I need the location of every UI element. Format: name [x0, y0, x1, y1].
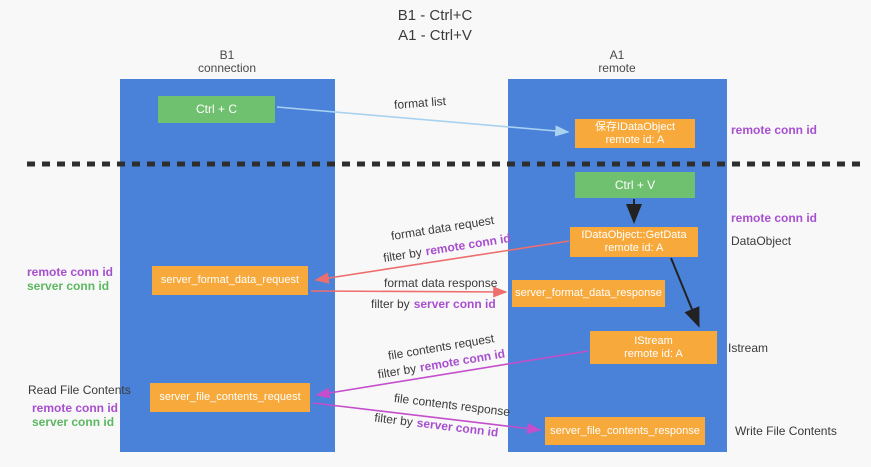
- label-server-conn-id-left-1: server conn id: [27, 279, 110, 293]
- label-format-data-response: format data response: [384, 276, 498, 290]
- node-getdata-line1: IDataObject::GetData: [581, 229, 687, 241]
- node-istream-line2: remote id: A: [624, 347, 683, 360]
- node-getdata-line2: remote id: A: [604, 242, 664, 254]
- node-server-format-data-response: server_format_data_response: [512, 280, 665, 307]
- lane-header-b1: B1 connection: [167, 49, 287, 75]
- node-ctrl-c: Ctrl + C: [158, 96, 275, 123]
- node-server-file-contents-request: server_file_contents_request: [150, 383, 310, 412]
- node-server-format-data-request: server_format_data_request: [152, 266, 308, 295]
- filter-key-server-conn-id: server conn id: [413, 297, 496, 311]
- node-idataobject-getdata: IDataObject::GetData remote id: A: [570, 227, 698, 257]
- lane-a1-title: A1: [609, 48, 625, 62]
- label-remote-conn-id-left-1: remote conn id: [27, 265, 114, 279]
- node-ctrl-v: Ctrl + V: [575, 172, 695, 198]
- arrow-format-data-response: [310, 286, 508, 298]
- filter-prefix: filter by: [382, 245, 423, 265]
- node-dataobject-saved-line2: remote id: A: [605, 133, 665, 146]
- node-server-file-contents-response: server_file_contents_response: [545, 417, 705, 445]
- filter-key-server-conn-id: server conn id: [415, 415, 500, 440]
- lane-header-a1: A1 remote: [557, 49, 677, 75]
- label-read-file-contents: Read File Contents: [28, 383, 131, 397]
- filter-prefix: filter by: [371, 297, 410, 311]
- label-write-file-contents: Write File Contents: [735, 424, 837, 438]
- label-remote-conn-id-right-mid: remote conn id: [731, 211, 818, 225]
- label-istream: Istream: [728, 341, 769, 355]
- lane-b1-title: B1: [219, 48, 235, 62]
- diagram-title-line2: A1 - Ctrl+V: [398, 27, 472, 44]
- node-dataobject-saved: 保存IDataObject remote id: A: [575, 119, 695, 148]
- node-istream: IStream remote id: A: [590, 331, 717, 364]
- lane-a1-subtitle: remote: [598, 61, 636, 75]
- diagram-title: B1 - Ctrl+C A1 - Ctrl+V: [330, 6, 540, 46]
- node-istream-line1: IStream: [634, 334, 673, 347]
- filter-prefix: filter by: [373, 410, 414, 430]
- label-dataobject: DataObject: [731, 234, 792, 248]
- diagram-title-line1: B1 - Ctrl+C: [397, 7, 473, 24]
- filter-prefix: filter by: [376, 361, 418, 382]
- node-dataobject-saved-line1: 保存IDataObject: [594, 120, 676, 133]
- label-remote-conn-id-left-2: remote conn id: [32, 401, 119, 415]
- lane-b1-subtitle: connection: [197, 61, 257, 75]
- label-server-conn-id-left-2: server conn id: [32, 415, 115, 429]
- label-remote-conn-id-right-top: remote conn id: [731, 123, 818, 137]
- label-format-list: format list: [393, 93, 447, 113]
